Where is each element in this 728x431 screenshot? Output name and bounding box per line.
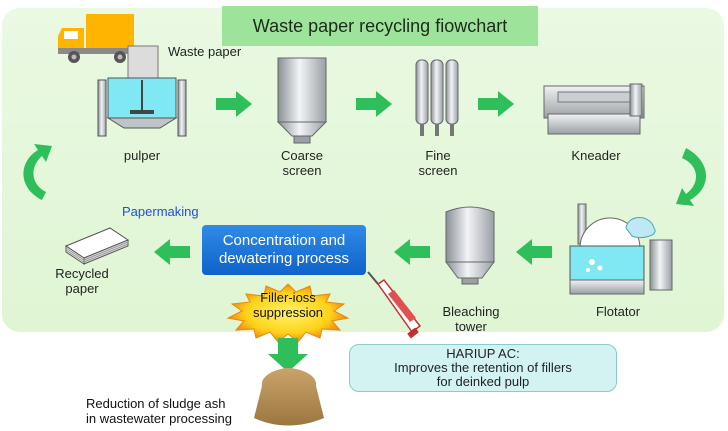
bleaching-tower-icon — [445, 206, 495, 285]
syringe-icon — [367, 271, 422, 339]
kneader-icon — [543, 83, 645, 135]
waste-paper-label: Waste paper — [168, 44, 242, 59]
papermaking-label: Papermaking — [122, 204, 199, 219]
coarse-screen-icon — [276, 57, 328, 144]
sludge-mound-icon — [254, 368, 324, 426]
truck-icon — [58, 14, 136, 63]
filler-burst — [226, 283, 350, 343]
flotator-label: Flotator — [595, 304, 641, 319]
hariup-callout: HARIUP AC: Improves the retention of fil… — [349, 344, 617, 392]
recycled-paper-icon — [64, 227, 130, 265]
pulper-label: pulper — [123, 148, 161, 163]
fine-screen-icon — [415, 59, 459, 136]
kneader-label: Kneader — [571, 148, 621, 163]
pulper-icon — [97, 45, 187, 137]
flotator-icon — [569, 203, 673, 295]
flow-arrows — [23, 91, 707, 265]
down-arrow — [268, 338, 308, 372]
page-title: Waste paper recycling fiowchart — [222, 6, 538, 46]
